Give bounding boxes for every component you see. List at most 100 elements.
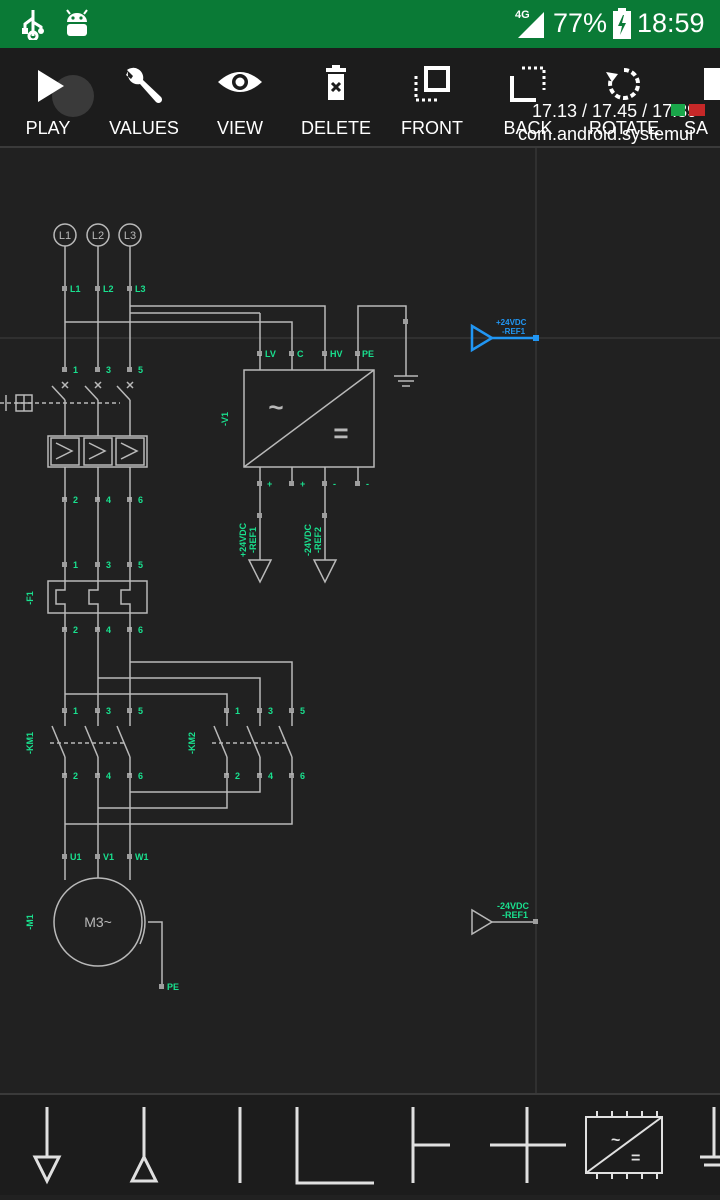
f1-tag: -F1 [25, 591, 35, 605]
contactor-km2[interactable]: 1 3 5 -KM2 2 4 6 [187, 706, 305, 781]
v1-input-pe: PE [362, 349, 374, 359]
wire-cross-tool-icon[interactable] [490, 1107, 566, 1183]
back-label: BACK [503, 118, 553, 138]
km2-bottom-6: 6 [300, 771, 305, 781]
wire-corner-tool-icon[interactable] [295, 1107, 374, 1185]
v1-output-plus-1: + [267, 479, 272, 489]
supply-l3[interactable]: L3 [118, 223, 142, 247]
android-debug-icon [66, 9, 88, 36]
debug-overlay-bar-green [671, 104, 685, 116]
f1-top-1: 1 [73, 560, 78, 570]
km1-top-3: 3 [106, 706, 111, 716]
send-to-back-icon [510, 66, 546, 102]
play-label: PLAY [25, 118, 71, 138]
lower-reference[interactable]: -24VDC -REF1 [471, 901, 538, 936]
km1-bottom-2: 2 [73, 771, 78, 781]
supply-l1[interactable]: L1 [53, 223, 77, 247]
f1-bottom-6: 6 [138, 625, 143, 635]
breaker-top-3: 3 [106, 365, 111, 375]
delete-label: DELETE [300, 118, 372, 138]
km2-top-5: 5 [300, 706, 305, 716]
v1-input-c: C [297, 349, 304, 359]
ref-minus-id: -REF2 [313, 527, 323, 553]
breaker-bottom-4: 4 [106, 495, 111, 505]
breaker-bottom-2: 2 [73, 495, 78, 505]
schematic-drawing[interactable]: L1 L2 L3 L1 L2 L3 1 3 5 [0, 148, 720, 1093]
usb-icon [22, 10, 44, 40]
v1-input-lv: LV [265, 349, 276, 359]
m1-pe: PE [167, 982, 179, 992]
signal-icon [518, 12, 544, 38]
schematic-canvas[interactable]: L1 L2 L3 L1 L2 L3 1 3 5 [0, 148, 720, 1093]
back-button[interactable]: BACK [480, 48, 576, 146]
terminal-l1: L1 [70, 284, 81, 294]
ref-plus-24vdc[interactable]: +24VDC -REF1 [238, 522, 273, 584]
v1-ac-symbol: ~ [268, 392, 283, 422]
selected-reference[interactable]: +24VDC -REF1 [470, 318, 539, 353]
battery-percent: 77% [553, 8, 608, 38]
breaker-top-5: 5 [138, 365, 143, 375]
ref-minus-24vdc[interactable]: -24VDC -REF2 [303, 523, 338, 584]
delete-button[interactable]: DELETE [288, 48, 384, 146]
km1-bottom-4: 4 [106, 771, 111, 781]
touch-ripple [52, 75, 94, 117]
contactor-km1[interactable]: 1 3 5 -KM1 2 4 6 [25, 706, 143, 781]
rotate-icon [606, 67, 641, 100]
play-button[interactable]: PLAY [0, 48, 96, 146]
save-icon [704, 68, 720, 100]
view-button[interactable]: VIEW [192, 48, 288, 146]
v1-output-minus-2: - [366, 479, 369, 489]
supply-l1-label: L1 [59, 230, 71, 242]
motor-m1[interactable]: U1 V1 W1 M3~ -M1 PE [25, 852, 179, 992]
ground-up-tool-icon[interactable] [129, 1107, 159, 1183]
play-icon [38, 70, 64, 102]
v1-dc-symbol: = [333, 418, 348, 448]
front-button[interactable]: FRONT [384, 48, 480, 146]
bring-to-front-icon [414, 66, 450, 102]
m1-terminal-u1: U1 [70, 852, 82, 862]
terminal-l3: L3 [135, 284, 146, 294]
save-button[interactable]: SA [672, 48, 720, 146]
f1-top-5: 5 [138, 560, 143, 570]
v1-input-hv: HV [330, 349, 343, 359]
rotate-label: ROTATE [588, 118, 660, 138]
eye-icon [218, 72, 262, 92]
ref-plus-name: +24VDC [238, 522, 248, 557]
v1-output-plus-2: + [300, 479, 305, 489]
v1-tag: -V1 [220, 412, 230, 426]
km1-bottom-6: 6 [138, 771, 143, 781]
ground-tool-icon[interactable] [700, 1107, 720, 1167]
lower-ref-id: -REF1 [502, 910, 528, 920]
trash-icon [326, 65, 346, 100]
converter-tool-icon[interactable] [585, 1111, 663, 1179]
km2-top-3: 3 [268, 706, 273, 716]
lower-ref-name: -24VDC [497, 901, 530, 911]
overload-relay-f1[interactable]: 1 3 5 -F1 2 4 6 [25, 560, 148, 635]
network-type: 4G [515, 9, 530, 21]
km2-top-1: 1 [235, 706, 240, 716]
km1-top-1: 1 [73, 706, 78, 716]
wrench-icon [126, 67, 163, 104]
km2-bottom-4: 4 [268, 771, 273, 781]
values-label: VALUES [109, 118, 179, 138]
save-label: SA [684, 118, 709, 138]
rotate-button[interactable]: ROTATE [576, 48, 672, 146]
motor-breaker[interactable]: 1 3 5 2 4 6 [0, 365, 148, 505]
m1-terminal-v1: V1 [103, 852, 114, 862]
f1-bottom-4: 4 [106, 625, 111, 635]
selected-ref-id: -REF1 [502, 327, 526, 336]
m1-tag: -M1 [25, 914, 35, 930]
battery-charging-icon [613, 8, 631, 39]
power-supply-v1[interactable]: LV C HV PE ~ = -V1 + + - - [220, 349, 418, 489]
ref-plus-id: -REF1 [248, 527, 258, 553]
wire-tee-tool-icon[interactable] [411, 1107, 450, 1183]
status-bar: 4G 77% 18:59 [0, 0, 720, 48]
view-label: VIEW [216, 118, 263, 138]
debug-overlay-package: com.android.systemui [518, 124, 694, 144]
km1-tag: -KM1 [25, 732, 35, 754]
ground-down-tool-icon[interactable] [32, 1107, 62, 1185]
values-button[interactable]: VALUES [96, 48, 192, 146]
supply-l2[interactable]: L2 [86, 223, 110, 247]
m1-terminal-w1: W1 [135, 852, 149, 862]
terminal-l2: L2 [103, 284, 114, 294]
